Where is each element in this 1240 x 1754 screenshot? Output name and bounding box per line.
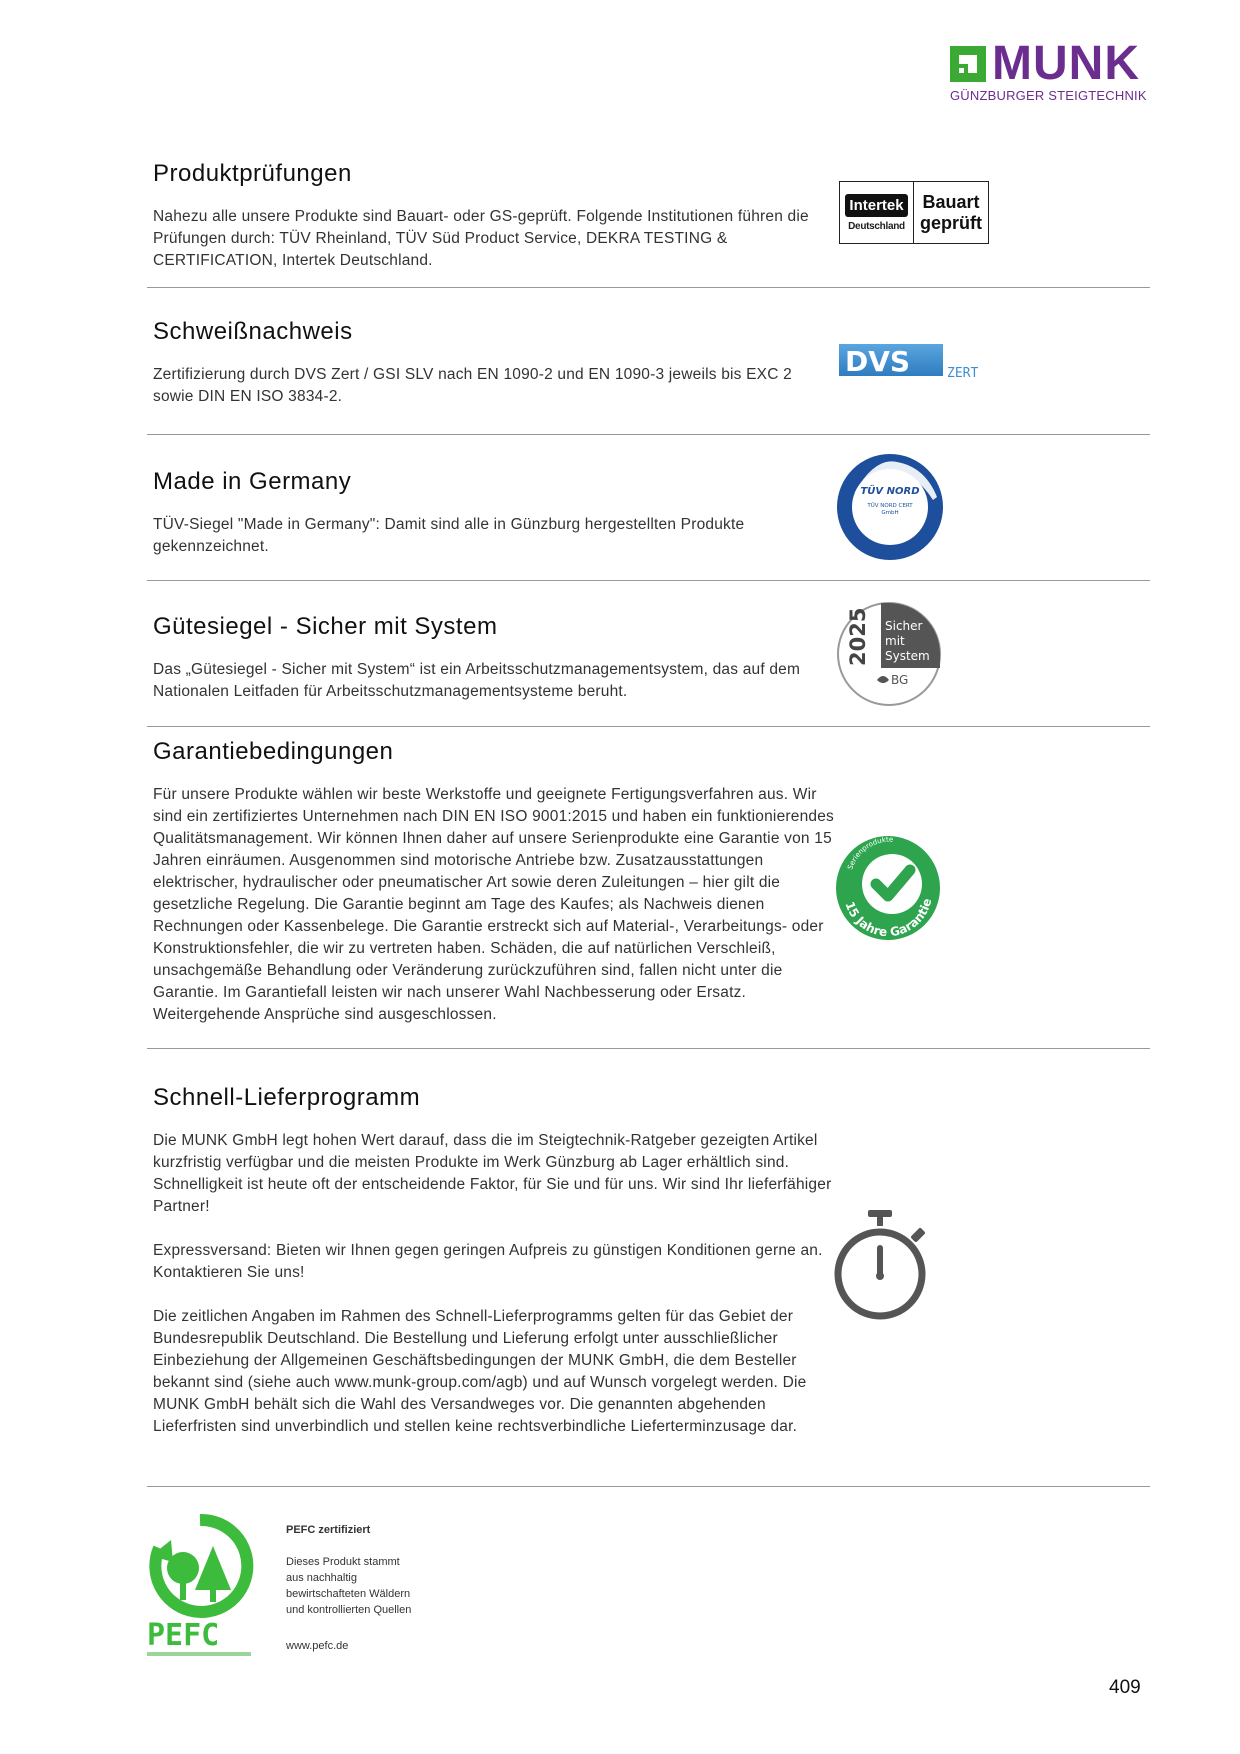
section-text: TÜV-Siegel "Made in Germany": Damit sind… [153,516,745,555]
section-title: Gütesiegel - Sicher mit System [153,613,498,640]
divider [147,1486,1150,1487]
section-text: Expressversand: Bieten wir Ihnen gegen g… [153,1242,823,1281]
section-made-in-germany: Made in Germany TÜV-Siegel "Made in Germ… [153,468,833,558]
stopwatch-icon [832,1210,932,1329]
section-text: Das „Gütesiegel - Sicher mit System“ ist… [153,661,801,700]
section-produktpruefungen: Produktprüfungen Nahezu alle unsere Prod… [153,160,833,272]
intertek-country: Deutschland [848,220,905,232]
section-title: Produktprüfungen [153,160,352,187]
section-text: Die zeitlichen Angaben im Rahmen des Sch… [153,1308,807,1435]
tuv-made-in-germany-seal: TÜV NORD TÜV NORD CERT GmbH Made in Germ… [835,452,945,567]
section-text: Zertifizierung durch DVS Zert / GSI SLV … [153,366,792,405]
divider [147,287,1150,288]
seal-org: BG [891,673,908,687]
section-schnell-lieferprogramm: Schnell-Lieferprogramm Die MUNK GmbH leg… [153,1084,833,1438]
section-title: Schnell-Lieferprogramm [153,1084,421,1111]
munk-logo-mark-icon [950,46,986,82]
intertek-badge: Intertek Deutschland Bauart geprüft [839,181,989,244]
brand-name: MUNK [992,37,1140,90]
section-guetesiegel: Gütesiegel - Sicher mit System Das „Güte… [153,613,833,703]
pefc-info: PEFC zertifiziert Dieses Produkt stammt … [286,1524,436,1652]
pefc-line: Dieses Produkt stammt [286,1556,400,1568]
section-text: Nahezu alle unsere Produkte sind Bauart-… [153,208,809,269]
munk-logo: MUNK GÜNZBURGER STEIGTECHNIK [950,37,1150,103]
divider [147,434,1150,435]
pefc-heading: PEFC zertifiziert [286,1524,371,1536]
intertek-line2: geprüft [920,212,982,233]
section-title: Schweißnachweis [153,318,353,345]
pefc-logo: PEFC [145,1512,255,1667]
page-number: 409 [1109,1677,1141,1698]
brand-tagline: GÜNZBURGER STEIGTECHNIK [950,88,1147,103]
divider [147,580,1150,581]
guarantee-seal: Serienprodukte 15 Jahre Garantie [834,834,942,947]
seal-year: 2025 [846,608,870,666]
pefc-line: bewirtschafteten Wäldern [286,1588,411,1600]
tuv-brand: TÜV NORD [860,483,919,497]
seal-line3: System [885,649,930,663]
pefc-url: www.pefc.de [286,1640,349,1652]
dvs-zert-logo: DVS ZERT [839,344,999,385]
divider [147,726,1150,727]
intertek-name: Intertek [845,193,908,217]
section-title: Garantiebedingungen [153,738,394,765]
dvs-suffix: ZERT [947,366,978,380]
seal-line2: mit [885,634,905,648]
sicher-mit-system-seal: 2025 Sicher mit System BG [835,600,943,713]
pefc-line: aus nachhaltig [286,1572,357,1584]
intertek-line1: Bauart [922,191,980,212]
tuv-cert: TÜV NORD CERT [866,502,913,509]
pefc-line: und kontrollierten Quellen [286,1604,412,1616]
dvs-letters: DVS [845,345,910,378]
section-text: Für unsere Produkte wählen wir beste Wer… [153,786,834,1023]
section-title: Made in Germany [153,468,352,495]
section-garantiebedingungen: Garantiebedingungen Für unsere Produkte … [153,738,843,1026]
divider [147,1048,1150,1049]
tuv-gmbh: GmbH [881,510,898,516]
section-schweissnachweis: Schweißnachweis Zertifizierung durch DVS… [153,318,833,408]
section-text: Die MUNK GmbH legt hohen Wert darauf, da… [153,1132,832,1215]
seal-line1: Sicher [885,619,923,633]
pefc-wordmark: PEFC [147,1618,219,1653]
